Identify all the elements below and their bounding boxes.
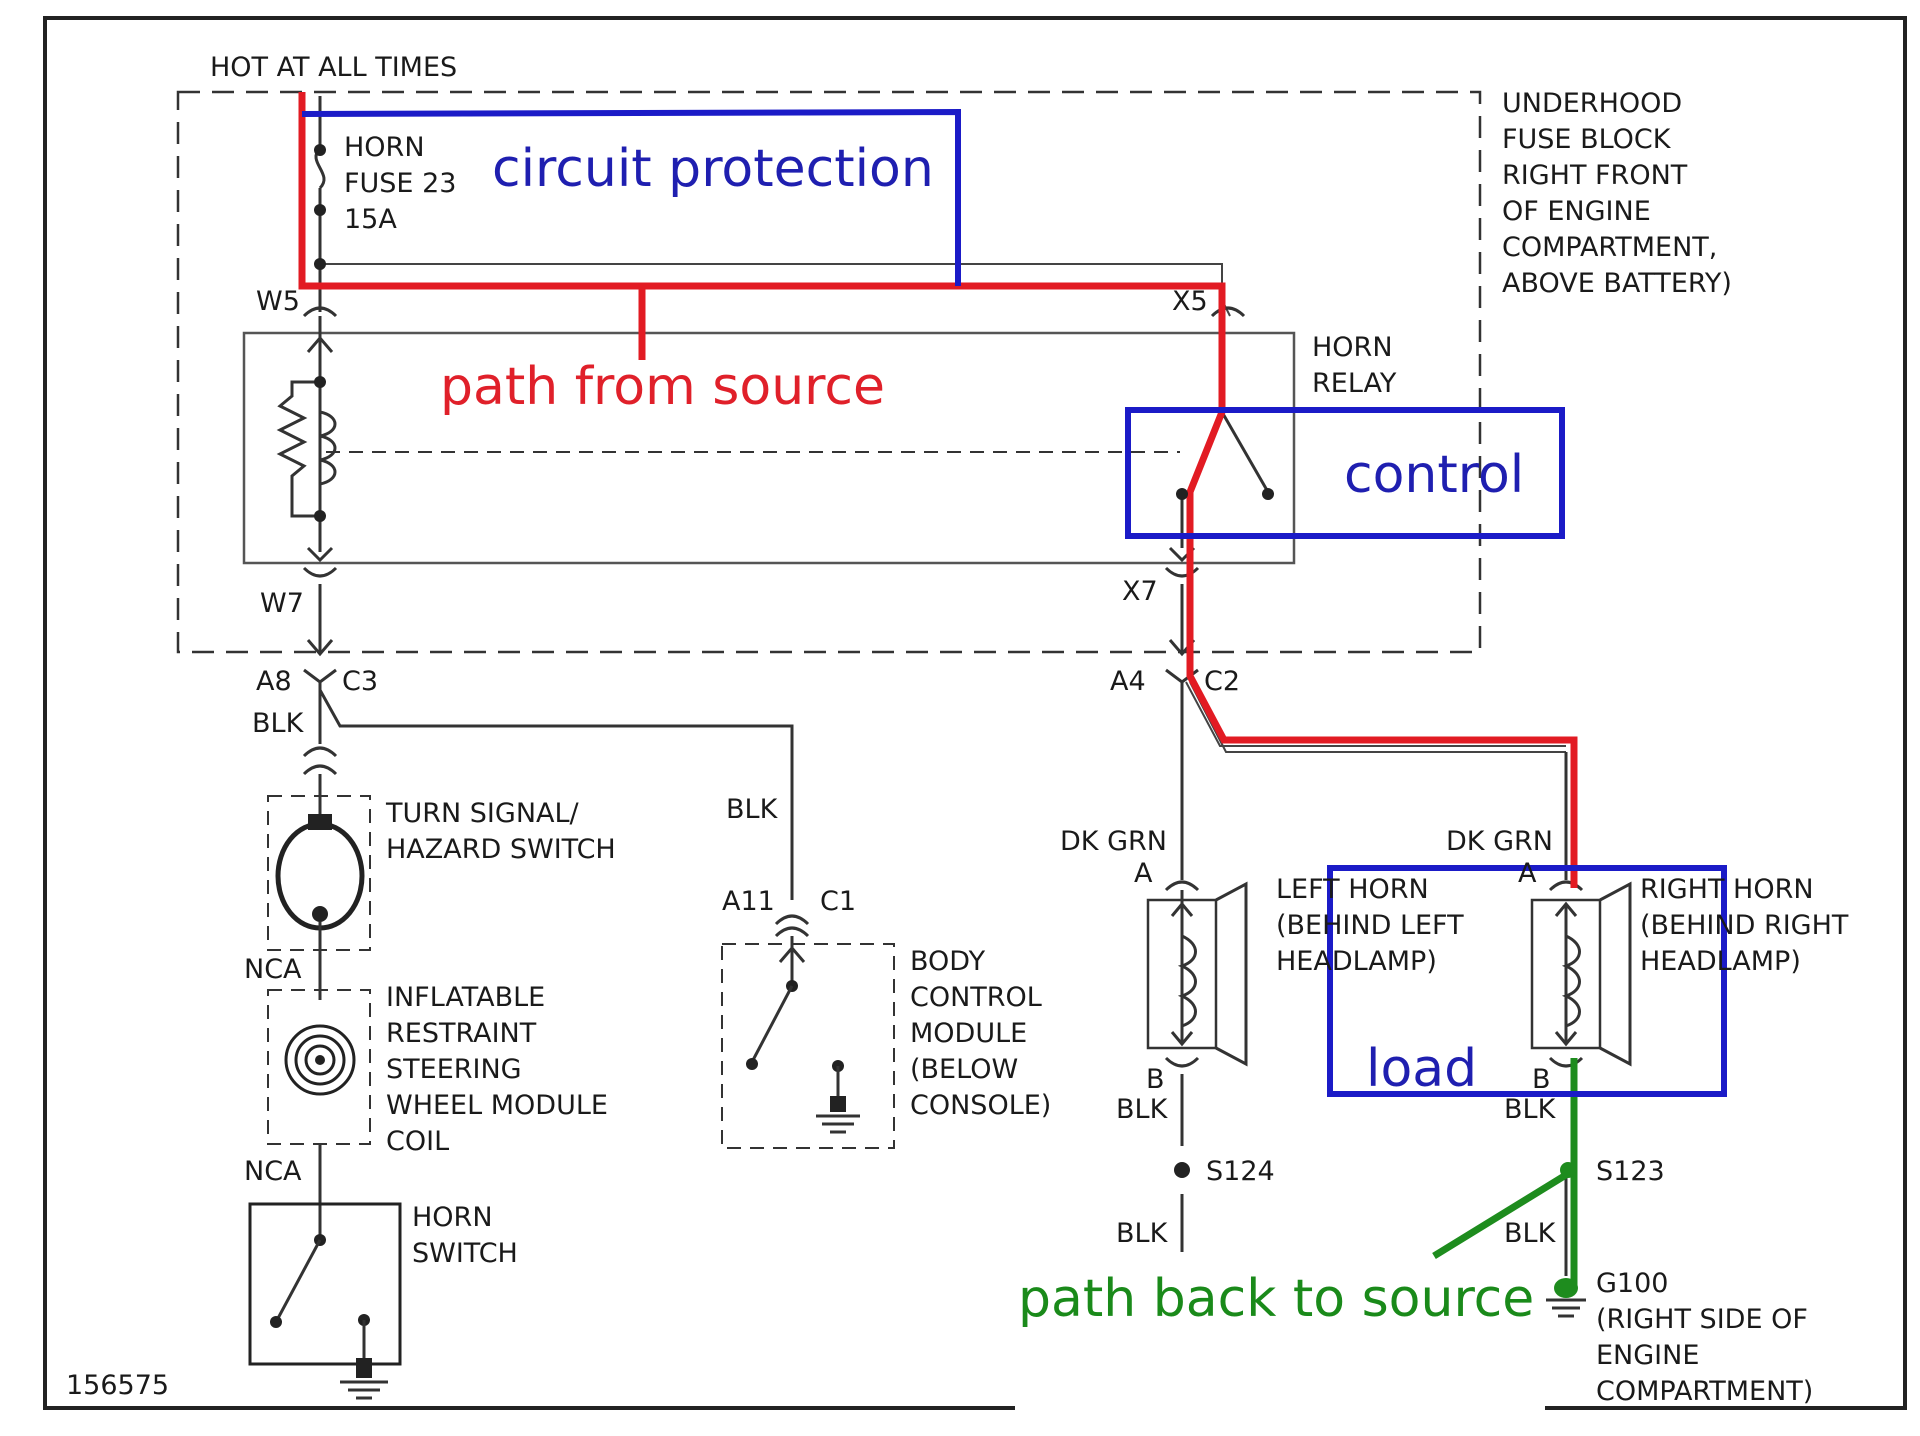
horn-fuse-label-1: HORN bbox=[344, 132, 425, 163]
fuse-block-label-2: FUSE BLOCK bbox=[1502, 124, 1672, 155]
w5-label: W5 bbox=[256, 286, 300, 317]
horn-switch-label-1: HORN bbox=[412, 1202, 493, 1233]
a11-label: A11 bbox=[722, 886, 775, 917]
source-path-feed bbox=[298, 92, 1578, 888]
path-from-source-annotation: path from source bbox=[440, 357, 885, 417]
dk-grn-left-label: DK GRN bbox=[1060, 826, 1167, 857]
control-annotation: control bbox=[1344, 445, 1524, 505]
horn-relay-box bbox=[242, 331, 1296, 565]
g100-label-2: (RIGHT SIDE OF bbox=[1596, 1304, 1808, 1335]
inflatable-label-3: STEERING bbox=[386, 1054, 522, 1085]
figure-id-label: 156575 bbox=[66, 1370, 169, 1401]
circuit-protection-annotation: circuit protection bbox=[492, 139, 934, 199]
c2-label: C2 bbox=[1204, 666, 1240, 697]
horn-fuse-label-2: FUSE 23 bbox=[344, 168, 456, 199]
blk-left-label-2: BLK bbox=[1116, 1218, 1169, 1249]
fuse-block-label-3: RIGHT FRONT bbox=[1502, 160, 1688, 191]
load-annotation: load bbox=[1366, 1039, 1477, 1099]
horn-relay-label-1: HORN bbox=[1312, 332, 1393, 363]
component-labels: HOT AT ALL TIMES UNDERHOOD FUSE BLOCK RI… bbox=[66, 52, 1849, 1407]
turn-signal-label-1: TURN SIGNAL/ bbox=[385, 798, 580, 829]
x5-label: X5 bbox=[1172, 286, 1208, 317]
left-horn-label-1: LEFT HORN bbox=[1276, 874, 1429, 905]
g100-label-3: ENGINE bbox=[1596, 1340, 1699, 1371]
path-back-to-source-annotation: path back to source bbox=[1018, 1269, 1534, 1329]
fuse-block-boundary bbox=[176, 90, 1482, 654]
blk-label-1: BLK bbox=[252, 708, 305, 739]
hot-at-all-times-label: HOT AT ALL TIMES bbox=[210, 52, 457, 83]
body-control-label-3: MODULE bbox=[910, 1018, 1027, 1049]
g100-label-1: G100 bbox=[1596, 1268, 1668, 1299]
w7-label: W7 bbox=[260, 588, 304, 619]
s123-label: S123 bbox=[1596, 1156, 1665, 1187]
s124-label: S124 bbox=[1206, 1156, 1275, 1187]
circuit-protection-box bbox=[301, 108, 961, 286]
dk-grn-right-label: DK GRN bbox=[1446, 826, 1553, 857]
fuse-block-label-6: ABOVE BATTERY) bbox=[1502, 268, 1732, 299]
inflatable-label-5: COIL bbox=[386, 1126, 449, 1157]
body-control-label-1: BODY bbox=[910, 946, 986, 977]
c1-label: C1 bbox=[820, 886, 856, 917]
body-control-label-4: (BELOW bbox=[910, 1054, 1018, 1085]
right-horn-label-3: HEADLAMP) bbox=[1640, 946, 1801, 977]
b-left-label: B bbox=[1146, 1064, 1165, 1095]
load-box bbox=[1327, 865, 1727, 1097]
left-horn-label-3: HEADLAMP) bbox=[1276, 946, 1437, 977]
b-right-label: B bbox=[1532, 1064, 1551, 1095]
g100-label-4: COMPARTMENT) bbox=[1596, 1376, 1813, 1407]
inflatable-label-4: WHEEL MODULE bbox=[386, 1090, 608, 1121]
blk-right-label-2: BLK bbox=[1504, 1218, 1557, 1249]
right-horn-label-1: RIGHT HORN bbox=[1640, 874, 1814, 905]
left-horn-label-2: (BEHIND LEFT bbox=[1276, 910, 1464, 941]
a4-label: A4 bbox=[1110, 666, 1146, 697]
nca-label-2: NCA bbox=[244, 1156, 302, 1187]
right-horn-label-2: (BEHIND RIGHT bbox=[1640, 910, 1849, 941]
blk-left-label-1: BLK bbox=[1116, 1094, 1169, 1125]
blk-right-label-1: BLK bbox=[1504, 1094, 1557, 1125]
fuse-block-label-1: UNDERHOOD bbox=[1502, 88, 1682, 119]
blk-label-2: BLK bbox=[726, 794, 779, 825]
fuse-block-label-4: OF ENGINE bbox=[1502, 196, 1651, 227]
body-control-label-5: CONSOLE) bbox=[910, 1090, 1051, 1121]
horn-fuse-label-3: 15A bbox=[344, 204, 397, 235]
outer-frame bbox=[43, 16, 1907, 1410]
a-right-label: A bbox=[1518, 858, 1537, 889]
horn-relay-label-2: RELAY bbox=[1312, 368, 1397, 399]
annotation-labels: circuit protection path from source cont… bbox=[440, 139, 1534, 1329]
inflatable-label-1: INFLATABLE bbox=[386, 982, 545, 1013]
a8-label: A8 bbox=[256, 666, 292, 697]
nca-label-1: NCA bbox=[244, 954, 302, 985]
turn-signal-label-2: HAZARD SWITCH bbox=[386, 834, 616, 865]
c3-label: C3 bbox=[342, 666, 378, 697]
a-left-label: A bbox=[1134, 858, 1153, 889]
control-box bbox=[1125, 407, 1565, 539]
body-control-label-2: CONTROL bbox=[910, 982, 1042, 1013]
fuse-block-label-5: COMPARTMENT, bbox=[1502, 232, 1717, 263]
horn-switch-label-2: SWITCH bbox=[412, 1238, 518, 1269]
inflatable-label-2: RESTRAINT bbox=[386, 1018, 537, 1049]
x7-label: X7 bbox=[1122, 576, 1158, 607]
